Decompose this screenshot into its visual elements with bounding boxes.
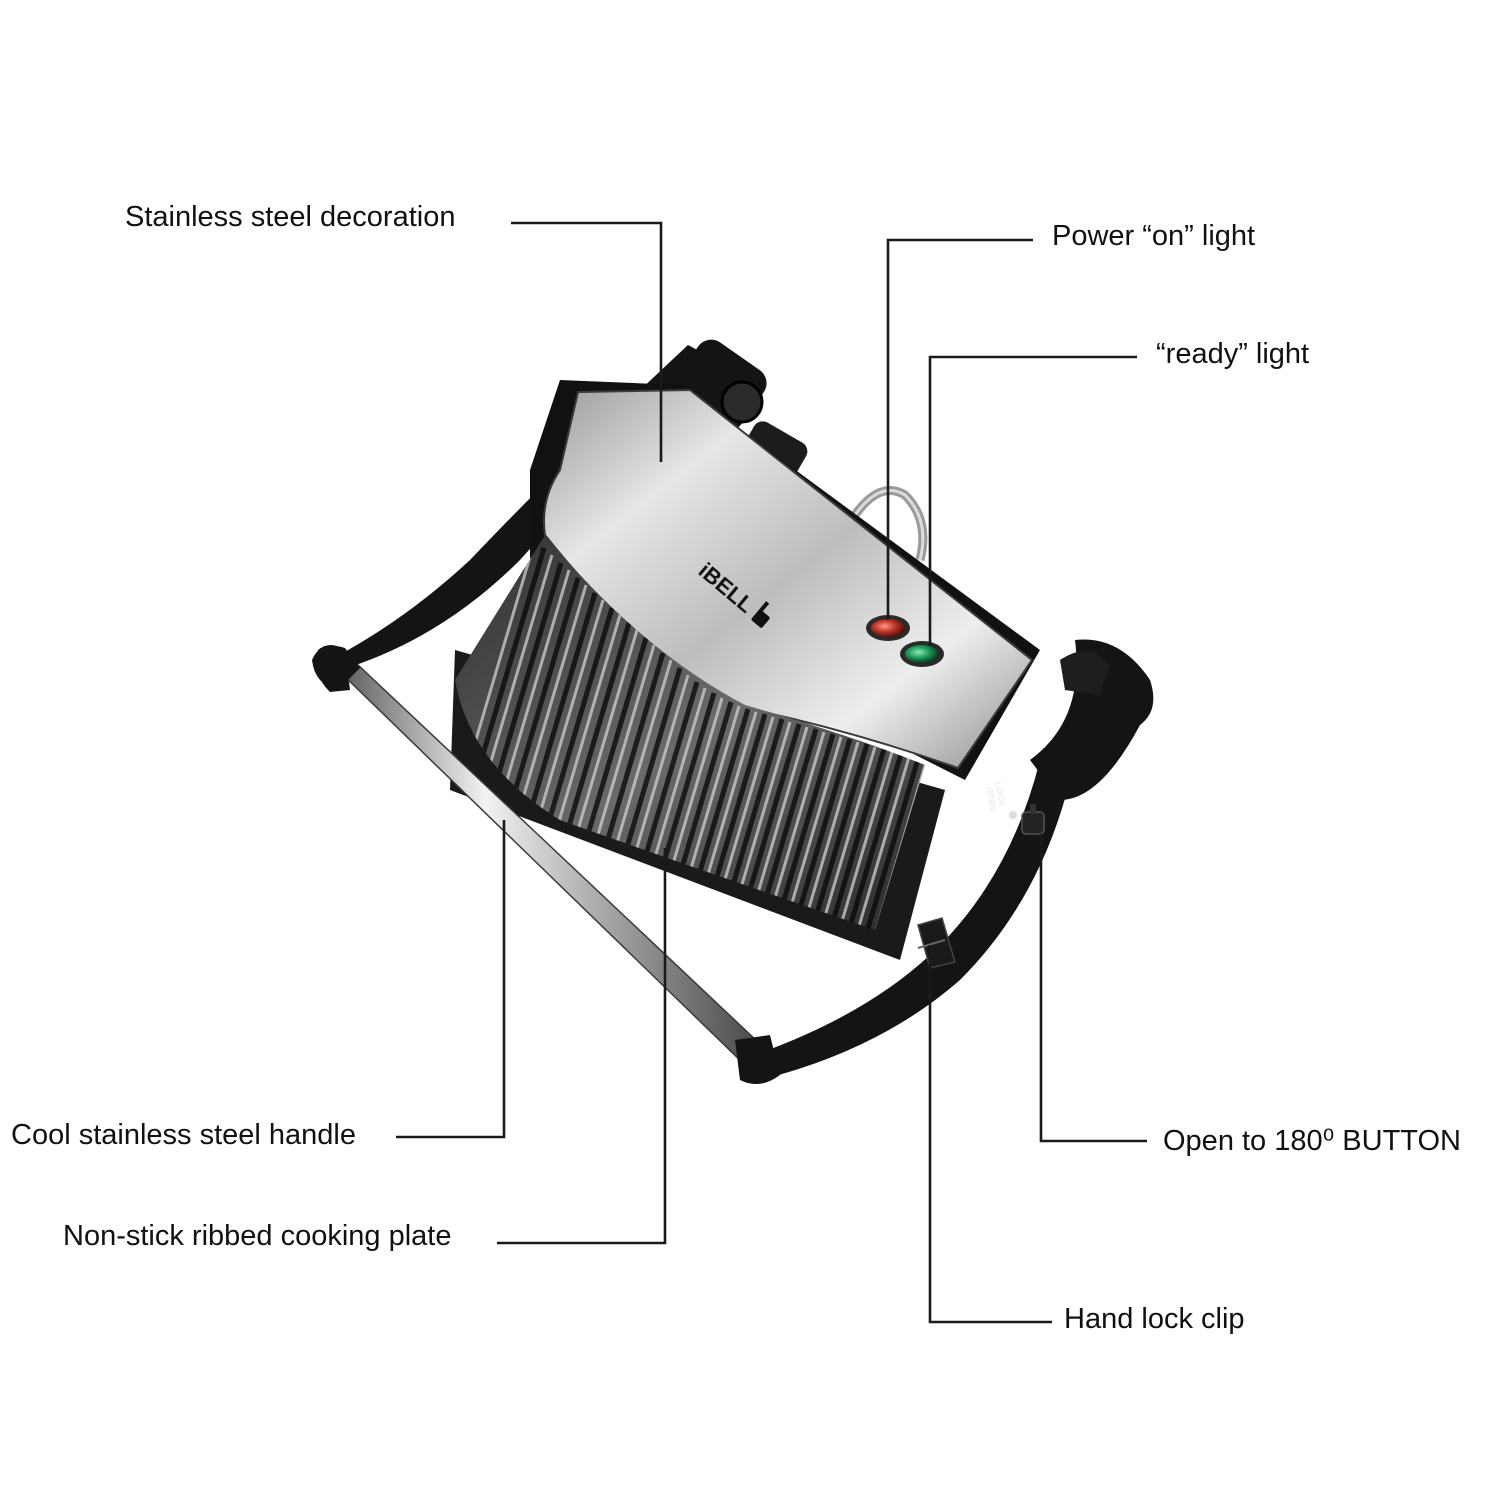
switch-open-label: OPEN xyxy=(984,786,998,813)
label-power-on-light: Power “on” light xyxy=(1052,220,1256,252)
leader-power-light xyxy=(886,238,1033,620)
lock-open-switch: LOCK OPEN xyxy=(984,781,1017,819)
leader-steel-decoration xyxy=(511,221,663,462)
label-open-180-button: Open to 180⁰ BUTTON xyxy=(1163,1125,1462,1157)
label-ready-light: “ready” light xyxy=(1156,338,1310,370)
leader-open-button xyxy=(1039,834,1147,1143)
ready-light-icon xyxy=(900,641,944,667)
leader-cooking-plate xyxy=(497,848,667,1245)
switch-lock-label: LOCK xyxy=(993,781,1007,808)
steel-handle xyxy=(312,645,780,1084)
hand-lock-clip-icon xyxy=(917,917,956,969)
leader-lock-clip xyxy=(928,945,1052,1324)
label-hand-lock-clip: Hand lock clip xyxy=(1064,1303,1245,1335)
leader-lines xyxy=(396,221,1147,1324)
label-cool-steel-handle: Cool stainless steel handle xyxy=(11,1119,356,1151)
open-180-button-icon xyxy=(1021,804,1045,835)
power-on-light-icon xyxy=(866,615,910,641)
label-stainless-steel-decoration: Stainless steel decoration xyxy=(125,201,456,233)
label-ribbed-cooking-plate: Non-stick ribbed cooking plate xyxy=(63,1220,452,1252)
leader-ready-light xyxy=(928,355,1137,646)
brand-logo-mark xyxy=(751,601,770,628)
leader-handle xyxy=(396,820,506,1139)
